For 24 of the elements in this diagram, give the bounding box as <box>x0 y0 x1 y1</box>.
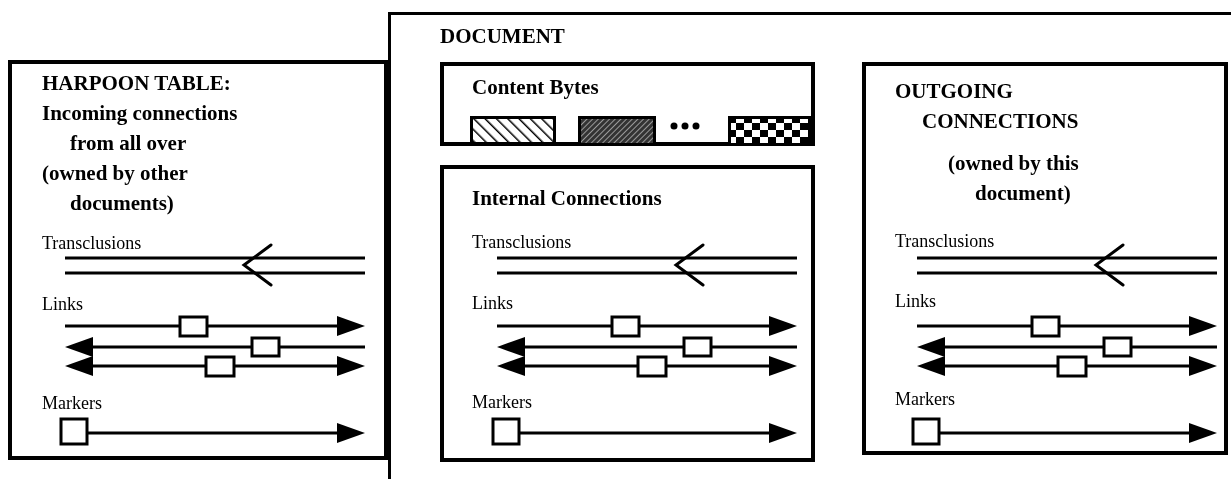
row-label: Links <box>42 293 83 315</box>
heading-text: Incoming connections from all over <box>42 100 239 157</box>
heading-text: DOCUMENT <box>440 23 566 50</box>
heading-text: HARPOON TABLE: <box>42 70 232 97</box>
row-label: Transclusions <box>895 230 995 252</box>
heading-text: Internal Connections <box>472 185 663 212</box>
checkered-block <box>728 116 811 146</box>
heading-text: (owned by this document) <box>948 150 1080 207</box>
row-label: Links <box>895 290 936 312</box>
row-label: Transclusions <box>42 232 142 254</box>
internal-connections-box <box>440 165 815 462</box>
outgoing-connections-box <box>862 62 1228 455</box>
row-label: Markers <box>42 392 102 414</box>
document-box <box>388 12 1231 479</box>
hatched-block <box>578 116 656 146</box>
heading-text: (owned by other documents) <box>42 160 189 217</box>
row-label: Markers <box>472 391 532 413</box>
row-label: Links <box>472 292 513 314</box>
heading-text: OUTGOING CONNECTIONS <box>895 78 1080 135</box>
content-bytes-box <box>440 62 815 146</box>
row-label: Transclusions <box>472 231 572 253</box>
harpoon-table-box <box>8 60 388 460</box>
heading-text: Content Bytes <box>472 74 600 101</box>
row-label: Markers <box>895 388 955 410</box>
